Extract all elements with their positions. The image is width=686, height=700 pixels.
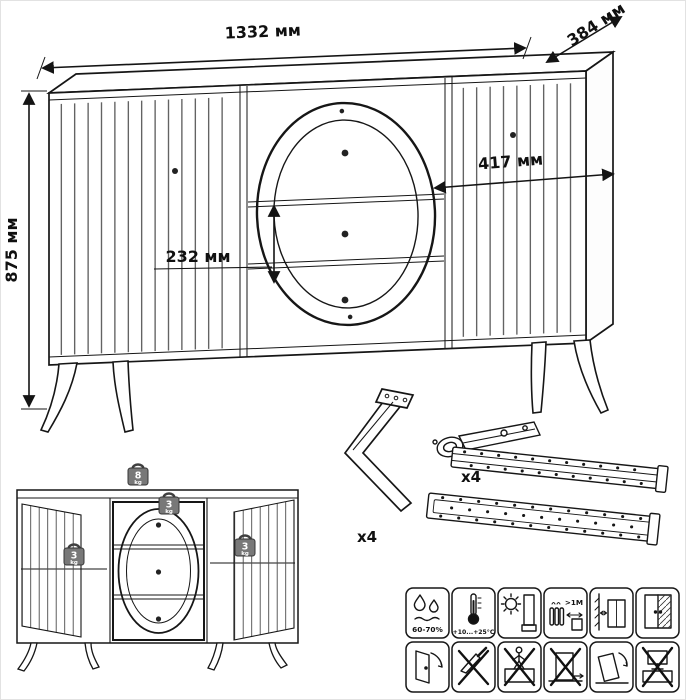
load-top-value: 8 bbox=[135, 471, 142, 482]
load-badge-left-shelf: 3 kg bbox=[63, 543, 85, 566]
height-dimension-label: 875 мм bbox=[2, 217, 21, 282]
bottom-edge-line bbox=[48, 334, 587, 358]
leg-part-drawing: x4 bbox=[343, 388, 415, 546]
hinge-qty-label: x4 bbox=[461, 468, 481, 486]
load-right-unit: kg bbox=[241, 551, 249, 557]
hinge-part-drawing: x4 bbox=[432, 421, 542, 486]
cabinet-isometric-view bbox=[39, 50, 616, 433]
heater-distance-label: >1M bbox=[565, 598, 583, 607]
cabinet-side-face bbox=[585, 50, 614, 345]
care-icon-grid: 60-70% +10...+25°C bbox=[405, 587, 680, 693]
drawer-slides-drawing bbox=[425, 446, 669, 546]
load-left-value: 3 bbox=[71, 551, 78, 562]
right-door-fluting bbox=[460, 83, 578, 337]
right-open-door bbox=[233, 499, 295, 641]
temperature-icon: +10...+25°C bbox=[451, 587, 496, 639]
left-door-knob bbox=[172, 168, 178, 174]
humidity-icon: 60-70% bbox=[405, 587, 450, 639]
door-gap-lines bbox=[239, 77, 453, 357]
width-dimension: 1332 мм bbox=[36, 20, 532, 80]
left-door-fluting bbox=[59, 97, 231, 355]
load-drawer-unit: kg bbox=[165, 509, 173, 515]
wall-clearance-icon bbox=[589, 587, 634, 639]
top-edge-line bbox=[48, 77, 587, 101]
leg-qty-label: x4 bbox=[357, 528, 377, 546]
humidity-label: 60-70% bbox=[412, 625, 443, 634]
drawer-height-dimension: 232 мм bbox=[153, 204, 281, 284]
load-badge-top: 8 kg bbox=[127, 463, 149, 486]
no-direct-sunlight-icon bbox=[497, 587, 542, 639]
no-heavy-load-icon bbox=[635, 641, 680, 693]
placement-icon bbox=[635, 587, 680, 639]
right-door-knob bbox=[510, 132, 516, 138]
drawer-slide-upper bbox=[450, 446, 669, 494]
load-drawer-value: 3 bbox=[166, 500, 173, 511]
drawer-height-dimension-label: 232 мм bbox=[165, 247, 230, 266]
load-badge-right-shelf: 3 kg bbox=[234, 534, 256, 557]
center-drawer-module bbox=[112, 501, 205, 641]
drawer-knobs bbox=[341, 149, 349, 304]
open-view bbox=[16, 489, 299, 672]
leg-blade bbox=[343, 392, 413, 513]
width-dimension-label: 1332 мм bbox=[224, 20, 301, 42]
left-open-door bbox=[21, 503, 82, 638]
load-top-unit: kg bbox=[134, 480, 142, 486]
no-dragging-icon bbox=[543, 641, 588, 693]
load-badges: 8 kg 3 kg 3 kg 3 kg bbox=[63, 463, 256, 566]
drawer-slide-lower bbox=[425, 492, 661, 546]
load-left-unit: kg bbox=[70, 560, 78, 566]
leg-plate-holes bbox=[384, 393, 408, 403]
open-view-legs bbox=[16, 642, 288, 672]
load-badge-drawer: 3 kg bbox=[158, 492, 180, 515]
open-doors-carefully-icon bbox=[405, 641, 450, 693]
height-dimension: 875 мм bbox=[2, 90, 47, 410]
depth-dimension-label: 384 мм bbox=[564, 1, 629, 50]
temperature-label: +10...+25°C bbox=[453, 628, 495, 636]
load-right-value: 3 bbox=[242, 542, 249, 553]
cabinet-legs bbox=[39, 339, 610, 433]
no-climbing-icon bbox=[497, 641, 542, 693]
no-sharp-tools-icon bbox=[451, 641, 496, 693]
tipping-hazard-icon bbox=[589, 641, 634, 693]
heater-distance-icon: >1M bbox=[543, 587, 588, 639]
